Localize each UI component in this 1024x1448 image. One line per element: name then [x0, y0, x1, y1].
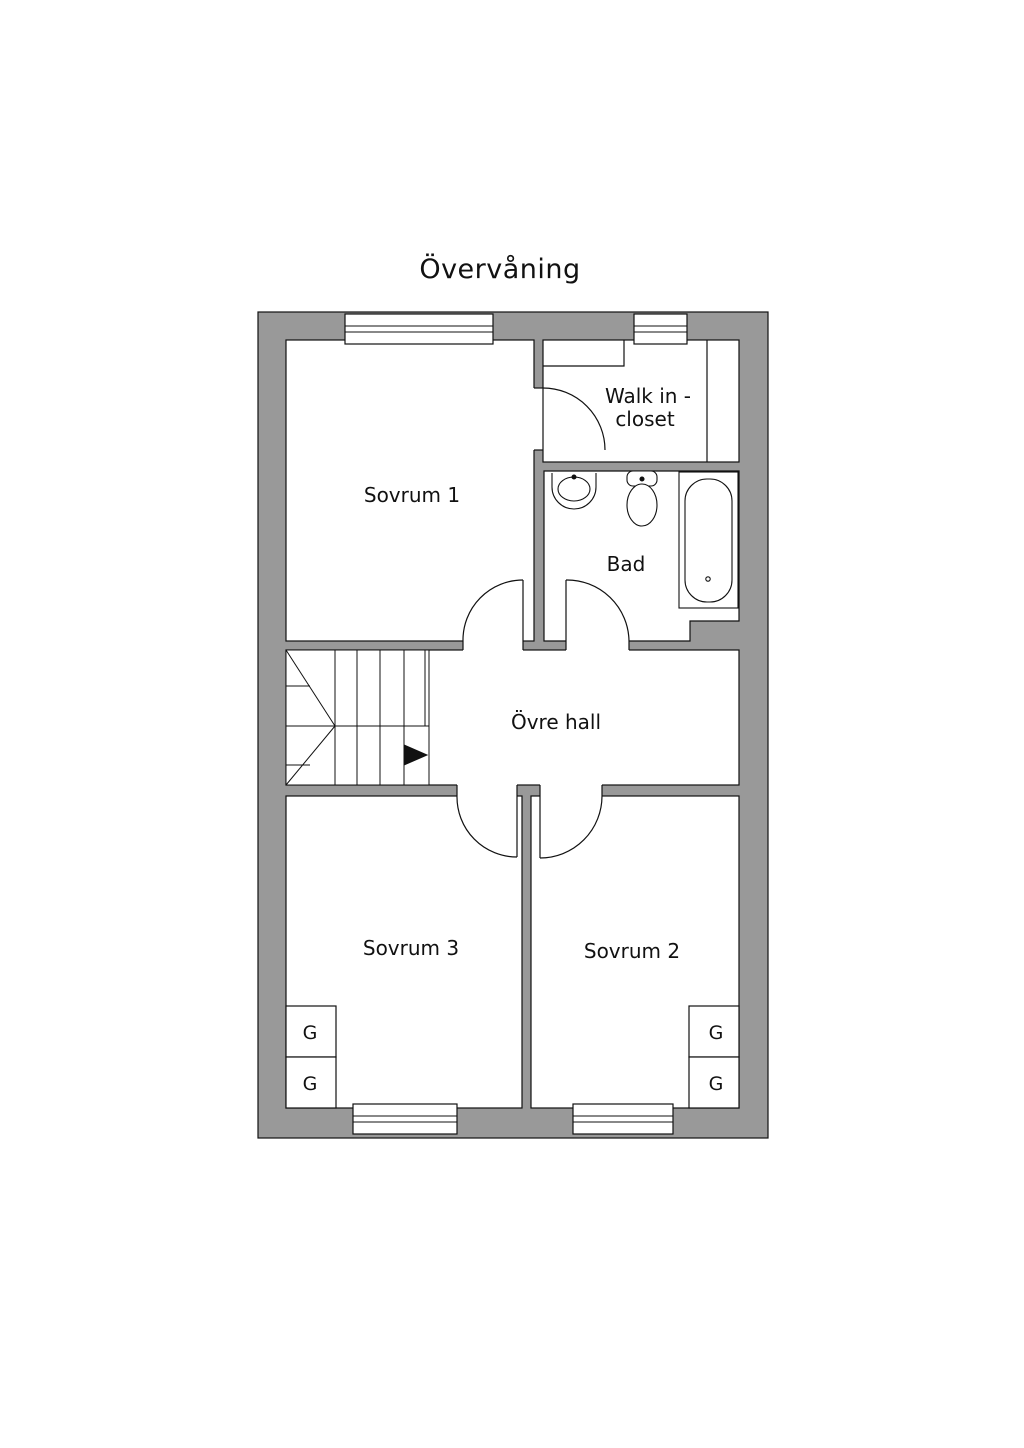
label-bad: Bad [607, 552, 646, 576]
door-swing-closet [542, 387, 606, 451]
wardrobe-sovrum-3-lower [285, 1056, 337, 1109]
window-sovrum-1 [344, 313, 494, 345]
closet-shelves [543, 340, 708, 462]
door-swing-bad [565, 579, 630, 642]
label-walk-in-closet-1: Walk in - [605, 384, 691, 408]
window-sovrum-3 [352, 1103, 458, 1135]
label-walk-in-closet-2: closet [615, 407, 675, 431]
label-ovre-hall: Övre hall [511, 710, 601, 734]
wardrobe-label: G [709, 1073, 724, 1095]
label-sovrum-2: Sovrum 2 [584, 939, 680, 963]
wardrobe-label: G [303, 1022, 318, 1044]
wardrobe-label: G [303, 1073, 318, 1095]
plan-title: Övervåning [419, 254, 581, 285]
door-gap-sovrum2 [540, 783, 602, 798]
door-gap-bad [566, 639, 629, 652]
door-gap-sovrum1 [463, 639, 523, 652]
window-closet [633, 313, 688, 345]
bathtub-icon [678, 471, 739, 609]
door-gap-sovrum3 [457, 783, 517, 798]
room-walk-in-closet [542, 339, 740, 463]
door-gap-closet [532, 388, 545, 450]
window-sovrum-2 [572, 1103, 674, 1135]
toilet-icon [626, 470, 658, 527]
door-swing-sovrum-2 [539, 795, 603, 859]
label-sovrum-3: Sovrum 3 [363, 936, 459, 960]
staircase [285, 649, 430, 786]
stair-direction-arrow-icon [403, 744, 429, 766]
wardrobe-label: G [709, 1022, 724, 1044]
wardrobe-sovrum-2-lower [688, 1056, 740, 1109]
label-sovrum-1: Sovrum 1 [364, 483, 460, 507]
door-swing-sovrum-1 [462, 579, 524, 642]
door-swing-sovrum-3 [456, 795, 518, 858]
wardrobe-sovrum-3-upper [285, 1005, 337, 1058]
sink-icon [551, 473, 597, 510]
